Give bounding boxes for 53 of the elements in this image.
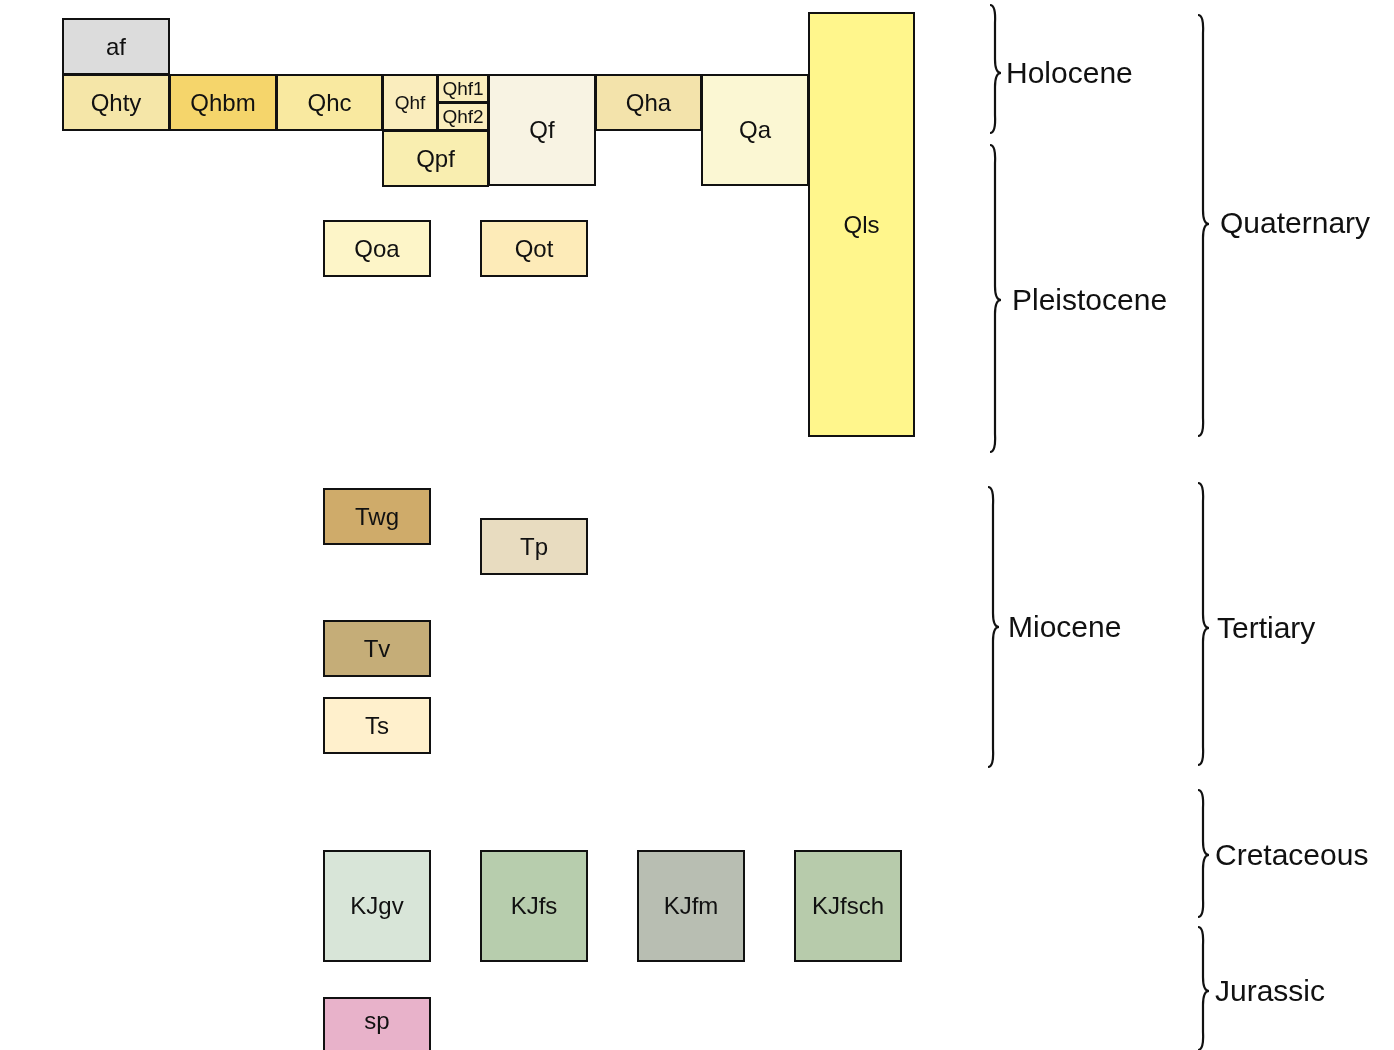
unit-label: KJfm [663, 894, 719, 918]
map-unit-box [62, 74, 170, 131]
map-unit-box [323, 220, 431, 277]
map-unit-box [480, 518, 588, 575]
period-label: Cretaceous [1215, 840, 1369, 870]
period-label: Tertiary [1217, 613, 1316, 643]
map-unit-box [437, 74, 489, 103]
unit-label: Qot [514, 236, 554, 261]
map-unit-box [276, 74, 383, 131]
unit-label: Qhf1 [442, 79, 484, 98]
map-unit-box [323, 697, 431, 754]
unit-label: Tv [363, 636, 391, 661]
unit-label: Qa [739, 118, 771, 142]
map-unit-box [382, 130, 489, 187]
period-label: Holocene [1006, 58, 1133, 88]
map-unit-box [62, 18, 170, 75]
map-unit-box [437, 102, 489, 131]
unit-label: KJfsch [812, 894, 884, 918]
unit-label: Qpf [416, 146, 455, 171]
map-unit-box [323, 850, 431, 962]
unit-label: Twg [355, 504, 399, 529]
period-label: Jurassic [1215, 976, 1326, 1006]
map-unit-box [323, 488, 431, 545]
unit-label: sp [364, 1009, 390, 1033]
unit-label: Qls [843, 212, 880, 237]
period-label: Quaternary [1220, 208, 1371, 238]
unit-label: Ts [365, 713, 389, 738]
map-unit-box [480, 850, 588, 962]
unit-label: Qhc [307, 90, 352, 115]
map-unit-box [808, 12, 915, 437]
map-unit-box [595, 74, 702, 131]
period-label: Pleistocene [1012, 285, 1168, 315]
unit-label: Tp [520, 534, 548, 559]
unit-label: KJgv [350, 894, 404, 918]
map-unit-box [169, 74, 277, 131]
unit-label: Qhf2 [442, 107, 484, 126]
unit-label: Qoa [354, 236, 400, 261]
unit-label: Qhty [90, 90, 142, 115]
map-unit-box [480, 220, 588, 277]
map-unit-box [701, 74, 809, 186]
map-unit-box [794, 850, 902, 962]
map-unit-box [488, 74, 596, 186]
map-unit-box [382, 74, 438, 131]
unit-label: af [106, 34, 126, 59]
unit-label: Qhf [394, 93, 426, 112]
map-unit-box [323, 997, 431, 1050]
map-unit-box [323, 620, 431, 677]
unit-label: Qhbm [190, 90, 256, 115]
unit-label: Qf [529, 118, 555, 142]
map-unit-box [637, 850, 745, 962]
unit-label: KJfs [510, 894, 558, 918]
period-label: Miocene [1008, 612, 1122, 642]
unit-label: Qha [625, 90, 672, 115]
